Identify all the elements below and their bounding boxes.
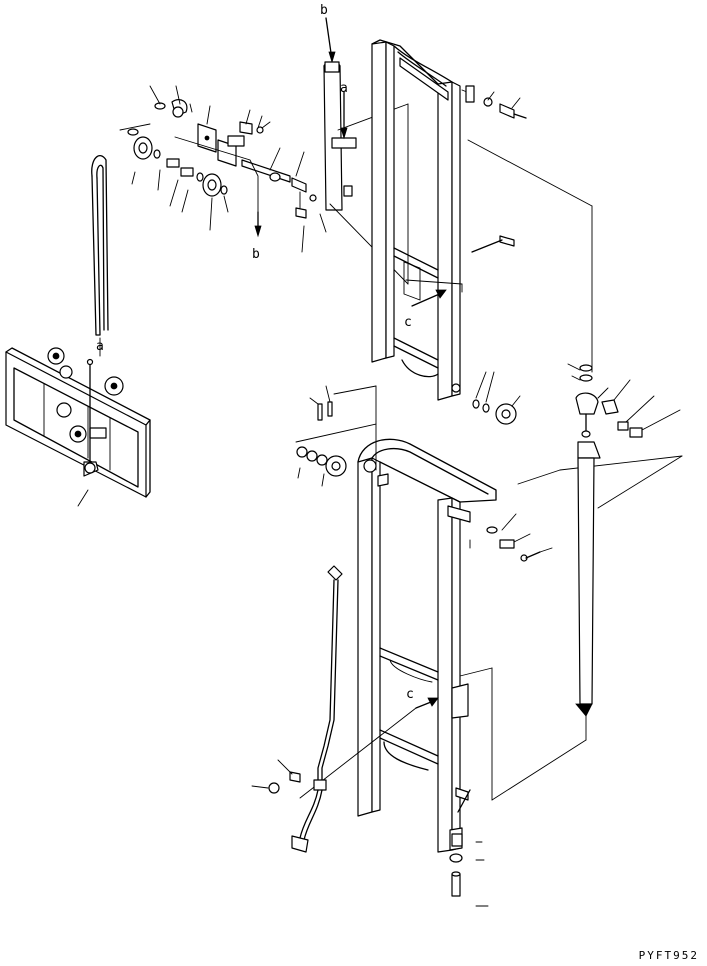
sheave-bracket-assembly[interactable] xyxy=(119,99,317,219)
callout-c-upper: c xyxy=(404,315,412,330)
chain-anchor-bolt[interactable] xyxy=(83,358,99,477)
callout-arrow-c-upper xyxy=(411,289,447,307)
callout-labels: b a a b c c xyxy=(96,3,414,702)
lift-cylinder-upper[interactable] xyxy=(323,17,409,285)
outer-mast[interactable] xyxy=(357,438,497,853)
lift-chain[interactable] xyxy=(91,155,109,357)
callout-a-cylinder: a xyxy=(340,81,348,96)
hydraulic-hose[interactable] xyxy=(291,565,343,853)
callout-b-bracket: b xyxy=(252,247,260,262)
drawing-code: PYFT952 xyxy=(638,949,699,962)
inner-mast[interactable] xyxy=(371,39,475,401)
leader-lines-sheave xyxy=(77,85,327,507)
roller-and-pins-upper[interactable] xyxy=(472,371,521,425)
mast-stopper-bolts[interactable] xyxy=(486,513,553,562)
callout-b-top: b xyxy=(320,3,328,18)
shim-pins[interactable] xyxy=(309,385,377,425)
free-lift-cylinder[interactable] xyxy=(567,363,681,741)
callout-a-chain: a xyxy=(96,339,104,354)
callout-c-lower: c xyxy=(406,687,414,702)
callout-arrow-b-bracket xyxy=(254,211,262,238)
mast-side-bolt[interactable] xyxy=(471,235,515,253)
mast-bottom-pin[interactable] xyxy=(449,789,489,907)
reference-lines-right xyxy=(443,139,683,801)
mast-support-bearing[interactable] xyxy=(295,423,377,487)
mast-top-bolt[interactable] xyxy=(483,91,527,119)
carriage-frame[interactable] xyxy=(5,347,151,498)
hose-clamp-bolt[interactable] xyxy=(251,759,301,794)
